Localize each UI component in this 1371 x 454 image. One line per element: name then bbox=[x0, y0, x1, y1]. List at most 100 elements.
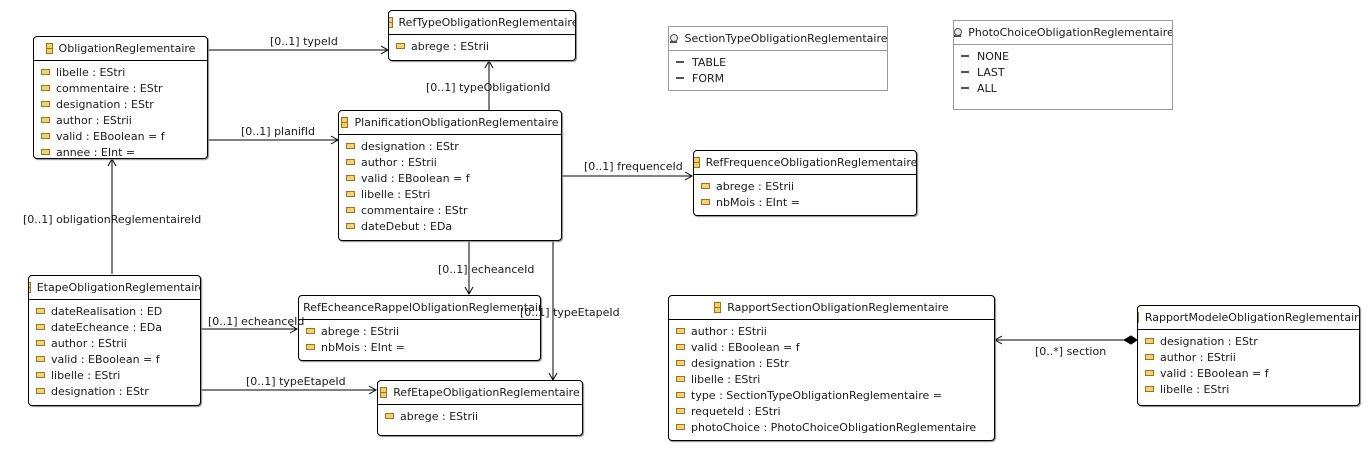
class-etape-obligation-reglementaire[interactable]: EtapeObligationReglementaire dateRealisa… bbox=[28, 275, 201, 406]
attribute-row[interactable]: designation : EStr bbox=[34, 96, 207, 112]
eattribute-icon bbox=[346, 191, 355, 197]
literal-list: TABLE FORM bbox=[669, 51, 887, 86]
attribute-row[interactable]: abrege : EStrii bbox=[299, 323, 540, 339]
eattribute-icon bbox=[385, 413, 394, 419]
literal-row[interactable]: NONE bbox=[954, 48, 1172, 64]
attribute-row[interactable]: dateRealisation : ED bbox=[29, 303, 200, 319]
attribute-row[interactable]: commentaire : EStr bbox=[34, 80, 207, 96]
eenum-icon bbox=[954, 27, 963, 38]
eclass-icon bbox=[29, 282, 31, 293]
attribute-row[interactable]: author : EStrii bbox=[669, 323, 994, 339]
class-planification-obligation-reglementaire[interactable]: PlanificationObligationReglementaire des… bbox=[338, 110, 562, 241]
eclass-icon bbox=[694, 157, 700, 168]
eenum-icon bbox=[669, 33, 679, 44]
enum-name: PhotoChoiceObligationReglementaire bbox=[968, 26, 1172, 39]
class-name: RefTypeObligationReglementaire bbox=[398, 16, 575, 29]
attribute-row[interactable]: valid : EBoolean = f bbox=[29, 351, 200, 367]
label-type-etape-id-etape: [0..1] typeEtapeId bbox=[246, 375, 346, 388]
class-ref-frequence-obligation-reglementaire[interactable]: RefFrequenceObligationReglementaire abre… bbox=[693, 150, 917, 216]
eattribute-icon bbox=[41, 133, 50, 139]
attribute-list: designation : EStr author : EStrii valid… bbox=[339, 135, 561, 234]
eattribute-icon bbox=[41, 101, 50, 107]
attribute-row[interactable]: author : EStrii bbox=[29, 335, 200, 351]
class-ref-etape-obligation-reglementaire[interactable]: RefEtapeObligationReglementaire abrege :… bbox=[377, 380, 583, 436]
attribute-row[interactable]: abrege : EStrii bbox=[389, 38, 575, 54]
attribute-row[interactable]: type : SectionTypeObligationReglementair… bbox=[669, 387, 994, 403]
attribute-row[interactable]: annee : EInt = bbox=[34, 144, 207, 158]
attribute-row[interactable]: dateDebut : EDa bbox=[339, 218, 561, 234]
class-ref-echeance-rappel-obligation-reglementaire[interactable]: RefEcheanceRappelObligationReglementaire… bbox=[298, 295, 541, 361]
literal-row[interactable]: TABLE bbox=[669, 54, 887, 70]
attribute-row[interactable]: designation : EStr bbox=[339, 138, 561, 154]
attribute-list: abrege : EStrii bbox=[378, 405, 582, 424]
eattribute-icon bbox=[41, 69, 50, 75]
class-name: EtapeObligationReglementaire bbox=[36, 281, 200, 294]
enum-name: SectionTypeObligationReglementaire bbox=[684, 32, 887, 45]
attribute-row[interactable]: author : EStrii bbox=[339, 154, 561, 170]
attribute-row[interactable]: libelle : EStri bbox=[34, 64, 207, 80]
eattribute-icon bbox=[346, 223, 355, 229]
class-rapport-modele-obligation-reglementaire[interactable]: RapportModeleObligationReglementaire des… bbox=[1137, 305, 1360, 406]
label-echeance-id-etape: [0..1] echeanceId bbox=[208, 315, 305, 328]
attribute-row[interactable]: dateEcheance : EDa bbox=[29, 319, 200, 335]
attribute-list: libelle : EStri commentaire : EStr desig… bbox=[34, 61, 207, 158]
eclass-icon bbox=[714, 302, 722, 313]
attribute-row[interactable]: valid : EBoolean = f bbox=[669, 339, 994, 355]
class-name: RefFrequenceObligationReglementaire bbox=[705, 156, 916, 169]
attribute-list: author : EStrii valid : EBoolean = f des… bbox=[669, 320, 994, 435]
attribute-row[interactable]: requeteId : EStri bbox=[669, 403, 994, 419]
enum-section-type-obligation-reglementaire[interactable]: SectionTypeObligationReglementaire TABLE… bbox=[668, 26, 888, 91]
attribute-row[interactable]: designation : EStr bbox=[1138, 333, 1359, 349]
literal-list: NONE LAST ALL bbox=[954, 45, 1172, 96]
attribute-row[interactable]: abrege : EStrii bbox=[378, 408, 582, 424]
eattribute-icon bbox=[36, 372, 45, 378]
eattribute-icon bbox=[346, 143, 355, 149]
class-name: RapportSectionObligationReglementaire bbox=[727, 301, 949, 314]
attribute-row[interactable]: libelle : EStri bbox=[669, 371, 994, 387]
literal-row[interactable]: ALL bbox=[954, 80, 1172, 96]
attribute-row[interactable]: designation : EStr bbox=[29, 383, 200, 399]
eattribute-icon bbox=[36, 388, 45, 394]
eattribute-icon bbox=[676, 344, 685, 350]
class-name: RefEcheanceRappelObligationReglementaire bbox=[303, 301, 540, 314]
eattribute-icon bbox=[676, 360, 685, 366]
eattribute-icon bbox=[1145, 354, 1154, 360]
eattribute-icon bbox=[41, 85, 50, 91]
class-rapport-section-obligation-reglementaire[interactable]: RapportSectionObligationReglementaire au… bbox=[668, 295, 995, 441]
literal-row[interactable]: LAST bbox=[954, 64, 1172, 80]
eattribute-icon bbox=[36, 340, 45, 346]
label-obligation-reglementaire-id: [0..1] obligationReglementaireId bbox=[23, 213, 202, 226]
attribute-row[interactable]: author : EStrii bbox=[1138, 349, 1359, 365]
label-type-id: [0..1] typeId bbox=[270, 35, 338, 48]
attribute-row[interactable]: valid : EBoolean = f bbox=[34, 128, 207, 144]
attribute-row[interactable]: abrege : EStrii bbox=[694, 178, 916, 194]
attribute-list: dateRealisation : ED dateEcheance : EDa … bbox=[29, 300, 200, 399]
eattribute-icon bbox=[36, 356, 45, 362]
class-ref-type-obligation-reglementaire[interactable]: RefTypeObligationReglementaire abrege : … bbox=[388, 10, 576, 61]
attribute-row[interactable]: author : EStrii bbox=[34, 112, 207, 128]
eenum-literal-icon bbox=[961, 87, 969, 89]
label-type-etape-id-planif: [0..1] typeEtapeId bbox=[520, 306, 620, 319]
eclass-icon bbox=[389, 17, 393, 28]
label-echeance-id-planif: [0..1] echeanceId bbox=[438, 263, 535, 276]
eclass-icon bbox=[45, 43, 53, 54]
attribute-row[interactable]: libelle : EStri bbox=[29, 367, 200, 383]
eattribute-icon bbox=[676, 392, 685, 398]
label-planif-id: [0..1] planifId bbox=[241, 125, 315, 138]
attribute-row[interactable]: valid : EBoolean = f bbox=[339, 170, 561, 186]
class-obligation-reglementaire[interactable]: ObligationReglementaire libelle : EStri … bbox=[33, 36, 208, 159]
attribute-row[interactable]: commentaire : EStr bbox=[339, 202, 561, 218]
literal-row[interactable]: FORM bbox=[669, 70, 887, 86]
eattribute-icon bbox=[36, 308, 45, 314]
attribute-row[interactable]: nbMois : EInt = bbox=[299, 339, 540, 355]
attribute-row[interactable]: valid : EBoolean = f bbox=[1138, 365, 1359, 381]
attribute-row[interactable]: designation : EStr bbox=[669, 355, 994, 371]
attribute-row[interactable]: nbMois : EInt = bbox=[694, 194, 916, 210]
attribute-list: abrege : EStrii nbMois : EInt = bbox=[694, 175, 916, 210]
attribute-row[interactable]: libelle : EStri bbox=[1138, 381, 1359, 397]
attribute-row[interactable]: photoChoice : PhotoChoiceObligationRegle… bbox=[669, 419, 994, 435]
eenum-literal-icon bbox=[676, 61, 684, 63]
enum-photo-choice-obligation-reglementaire[interactable]: PhotoChoiceObligationReglementaire NONE … bbox=[953, 20, 1173, 110]
attribute-row[interactable]: libelle : EStri bbox=[339, 186, 561, 202]
